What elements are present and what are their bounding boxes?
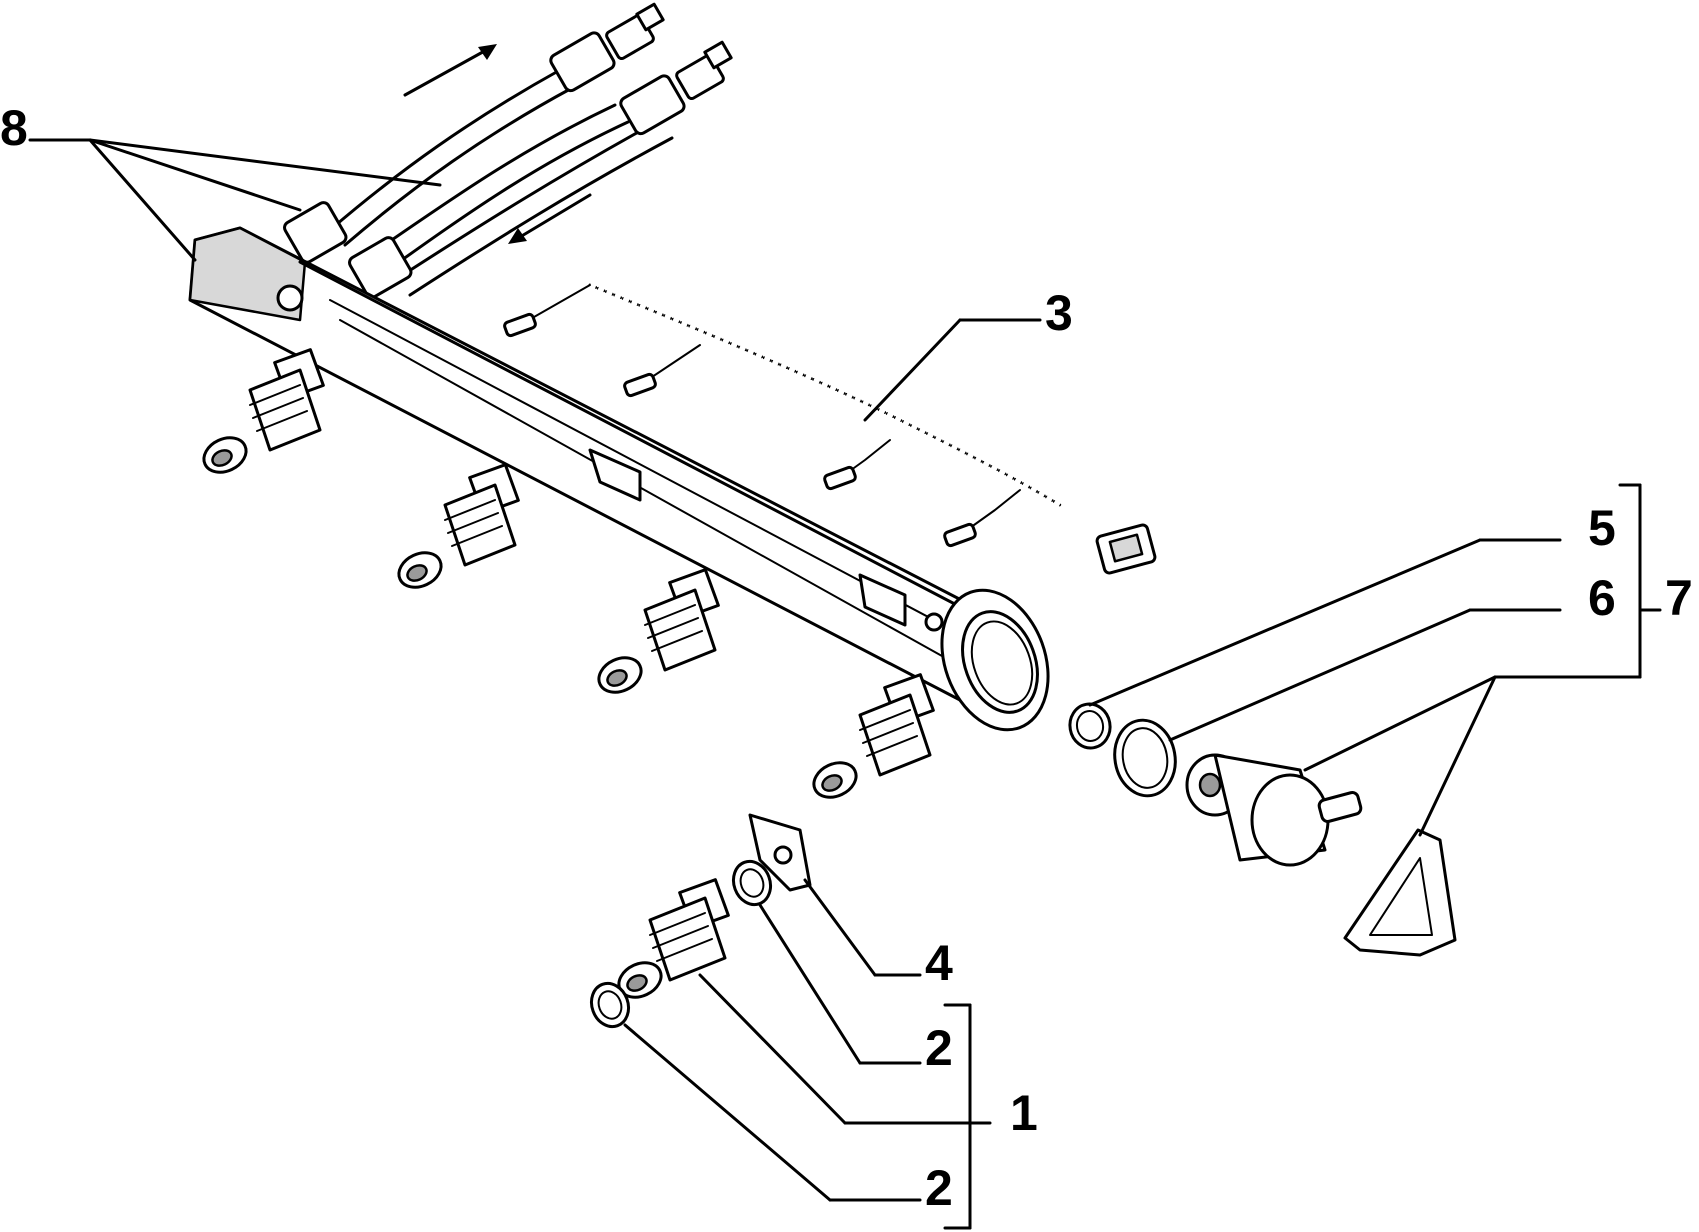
injector-4 [812, 673, 935, 799]
injector-2 [397, 463, 520, 589]
wiring-harness [503, 283, 1157, 575]
injector-3 [597, 568, 720, 694]
callout-1: 1 [1010, 1085, 1038, 1141]
fuel-rail [188, 226, 1050, 732]
arrow-head-in-icon [508, 228, 527, 244]
injector-loose [617, 878, 730, 999]
fuel-hoses [283, 2, 733, 299]
callout-6: 6 [1588, 570, 1616, 626]
leader-lines [28, 138, 1662, 1230]
callout-4: 4 [925, 935, 953, 991]
callout-3: 3 [1045, 285, 1073, 341]
pressure-regulator [1185, 753, 1363, 867]
callout-8: 8 [0, 100, 28, 156]
rail-injectors [202, 348, 935, 799]
injector-1 [202, 348, 325, 474]
callout-2-upper: 2 [925, 1020, 953, 1076]
arrow-head-out-icon [478, 44, 497, 60]
regulator-bracket [1343, 828, 1457, 957]
gasket-plate [748, 813, 812, 892]
callout-5: 5 [1588, 500, 1616, 556]
flow-arrows [403, 44, 592, 244]
o-ring-small [1068, 702, 1112, 750]
callout-2-lower: 2 [925, 1160, 953, 1216]
callout-7: 7 [1665, 570, 1693, 626]
